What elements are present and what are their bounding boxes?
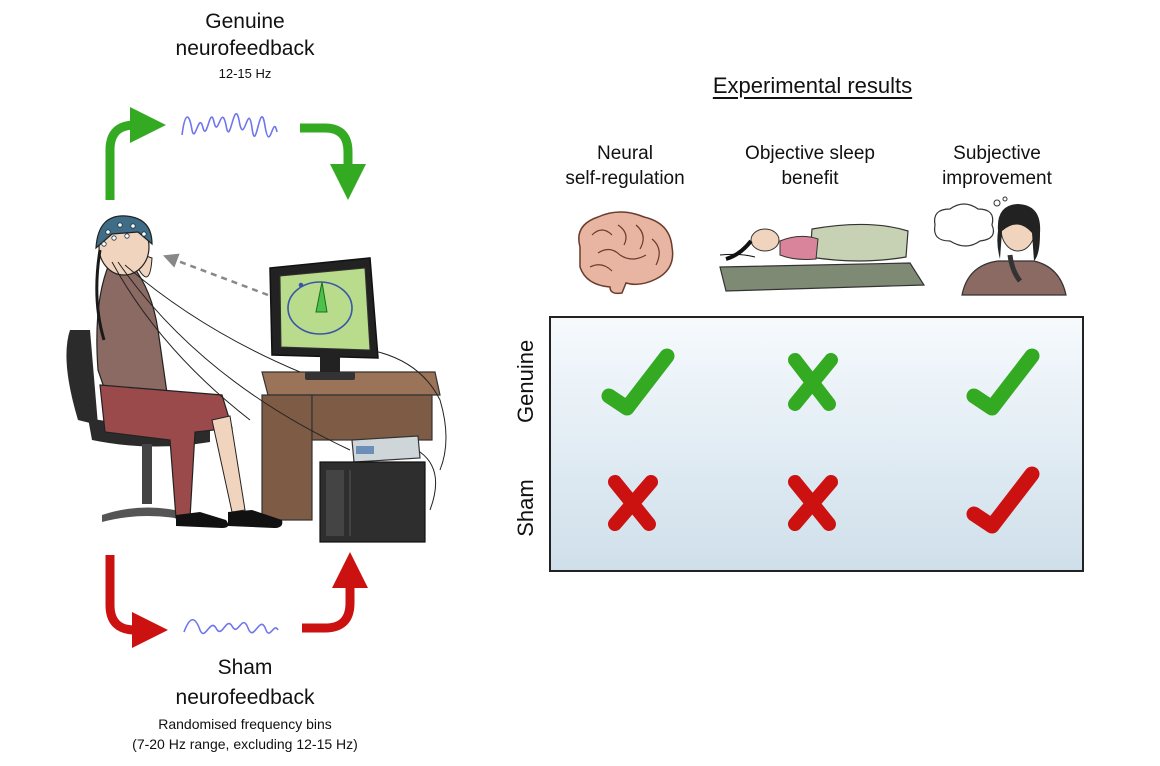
genuine-eeg-wave (181, 112, 278, 138)
brain-icon (578, 211, 674, 295)
sham-subjective-check-icon (966, 466, 1040, 534)
sham-frequency-description: Randomised frequency bins (158, 716, 332, 732)
sham-loop-arrow-right (302, 552, 368, 633)
column-header-line2: self-regulation (565, 168, 685, 189)
genuine-loop-arrow-right (300, 123, 366, 200)
sham-neurofeedback-title: Sham neurofeedback (140, 653, 350, 713)
column-icons (578, 196, 1067, 296)
column-header-line1: Neural (597, 143, 653, 164)
column-header-line1: Objective sleep (745, 143, 875, 164)
sham-neural-cross-icon (608, 475, 658, 531)
genuine-frequency-label: 12-15 Hz (218, 66, 272, 81)
sham-title-line2: neurofeedback (175, 686, 315, 709)
genuine-title-line1: Genuine (205, 10, 285, 33)
genuine-title-line2: neurofeedback (175, 37, 315, 60)
results-title: Experimental results (712, 73, 913, 98)
sham-title-line1: Sham (217, 656, 273, 679)
sham-frequency-range: (7-20 Hz range, excluding 12-15 Hz) (132, 736, 358, 752)
column-header-line2: improvement (942, 168, 1052, 189)
genuine-neurofeedback-title: Genuine neurofeedback (150, 8, 340, 62)
row-label-sham: Sham (513, 479, 538, 537)
computer-tower (319, 461, 426, 543)
sleeping-person-icon (719, 223, 926, 292)
computer-monitor (269, 257, 379, 380)
genuine-neural-check-icon (601, 348, 675, 416)
sham-eeg-wave (183, 618, 279, 635)
neurofeedback-illustration (66, 107, 447, 648)
thinking-person-icon (933, 196, 1067, 296)
column-header-line1: Subjective (953, 143, 1041, 164)
sham-loop-arrow-left (105, 555, 168, 648)
column-header-neural: Neural self-regulation (535, 141, 715, 191)
genuine-subjective-check-icon (966, 348, 1040, 416)
column-header-subjective: Subjective improvement (907, 141, 1087, 191)
sham-sleep-cross-icon (788, 475, 838, 531)
genuine-sleep-cross-icon (788, 353, 838, 411)
column-header-sleep: Objective sleep benefit (720, 141, 900, 191)
eeg-amplifier (351, 435, 421, 463)
result-marks (601, 348, 1040, 534)
feedback-dashed-arrow (162, 253, 269, 297)
genuine-loop-arrow-left (105, 107, 166, 200)
seated-participant (95, 215, 447, 528)
row-label-genuine: Genuine (513, 339, 538, 423)
column-header-line2: benefit (781, 168, 839, 189)
